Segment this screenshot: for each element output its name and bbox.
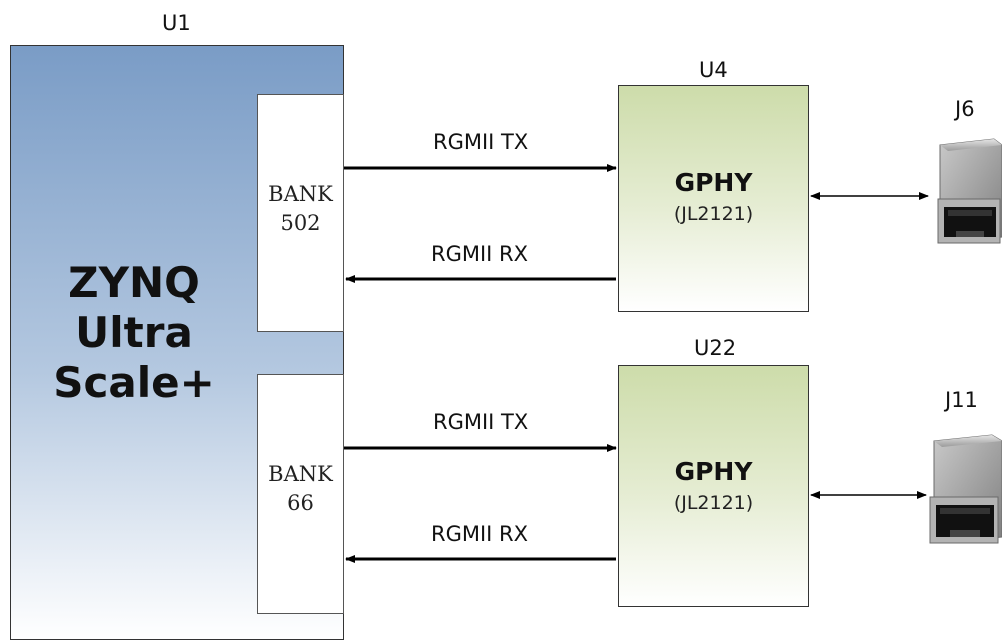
link-1-rx-label: RGMII RX [431, 242, 529, 266]
gphy-1-title: GPHY [674, 168, 753, 197]
link-2-tx-label: RGMII TX [433, 410, 529, 434]
gphy-2-part: (JL2121) [673, 492, 754, 514]
fpga-name-line-3: Scale+ [53, 358, 215, 407]
rj45-connector-j6 [937, 138, 1002, 244]
u1-ref-label: U1 [162, 11, 191, 35]
gphy-2-title: GPHY [674, 457, 753, 486]
link-1-tx-label: RGMII TX [433, 130, 529, 154]
u22-ref-label: U22 [694, 336, 737, 360]
j11-ref-label: J11 [945, 388, 978, 412]
bank-66-label: BANK 66 [257, 460, 344, 518]
bank-502-label-line-1: BANK [268, 182, 333, 206]
gphy-block-2 [618, 365, 809, 607]
bank-66-label-line-1: BANK [268, 462, 333, 486]
fpga-name: ZYNQ Ultra Scale+ [10, 258, 258, 408]
fpga-name-line-2: Ultra [75, 308, 193, 357]
rj45-connector-j11 [929, 434, 1002, 544]
bank-502-box [257, 94, 344, 332]
bank-66-box [257, 374, 344, 614]
bank-502-label-line-2: 502 [280, 211, 321, 235]
j6-ref-label: J6 [955, 97, 975, 121]
fpga-name-line-1: ZYNQ [68, 258, 200, 307]
u4-ref-label: U4 [699, 58, 728, 82]
gphy-1-part: (JL2121) [673, 203, 754, 225]
gphy-block-1 [618, 85, 809, 312]
bank-66-label-line-2: 66 [287, 491, 314, 515]
link-2-rx-label: RGMII RX [431, 522, 529, 546]
bank-502-label: BANK 502 [257, 180, 344, 238]
